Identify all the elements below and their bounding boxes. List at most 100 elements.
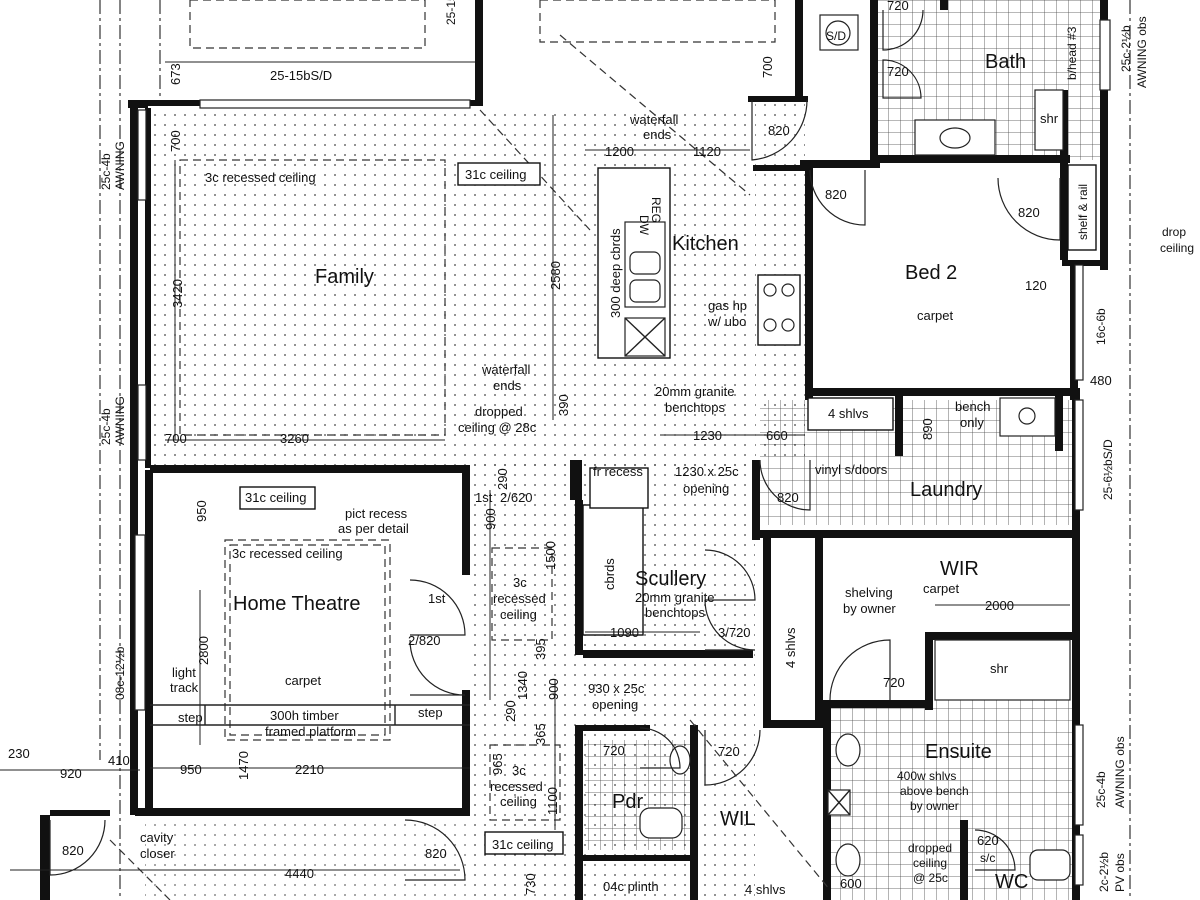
dim-620-wc: 620 [977,833,999,848]
note-first-right: 1st [428,591,446,606]
dim-620: 2/620 [500,490,533,505]
note-cbrds: cbrds [602,558,617,590]
dim-820-left: 820 [62,843,84,858]
note-wir-carpet: carpet [923,581,960,596]
dim-1230: 1230 [693,428,722,443]
dim-3420: 3420 [170,279,185,308]
note-window-16c: 16c-6b [1094,308,1108,345]
dimension-lines [0,61,1070,871]
note-awning-2-2: AWNING [113,396,127,445]
windows [134,19,1111,886]
note-ensuite-dropped-3: @ 25c [913,871,948,885]
note-ensuite-dropped-1: dropped [908,841,952,855]
note-31c-family: 31c ceiling [465,167,526,182]
note-awning-1-2: AWNING [113,141,127,190]
room-labels: Family Kitchen Bed 2 Bath Laundry Home T… [233,51,1028,893]
note-waterfall-top-2: ends [643,127,672,142]
dim-890: 890 [920,418,935,440]
dim-900-a: 900 [483,508,498,530]
dim-820-top: 820 [768,123,790,138]
dim-700-bath: 700 [760,56,775,78]
note-recessed-b-3: ceiling [500,794,537,809]
note-shr-wir: shr [990,661,1009,676]
note-scullery-granite-1: 20mm granite [635,590,714,605]
note-window-25-15-top: 25-15 [444,0,458,25]
dim-700-left: 700 [165,431,187,446]
note-cavity-1: cavity [140,830,174,845]
annotations: 3c recessed ceiling 31c ceiling 31c ceil… [99,0,1194,897]
walls [40,0,1108,900]
note-window-08c: 08c-12½b [113,646,127,700]
note-shelving-1: shelving [845,585,893,600]
note-shr-bath: shr [1040,111,1059,126]
note-four-shlvs-bottom: 4 shlvs [745,882,786,897]
dim-920: 920 [60,766,82,781]
note-window-awning-obs-2: AWNING obs [1135,16,1149,88]
dim-390: 390 [556,394,571,416]
room-bath: Bath [985,51,1026,73]
kitchen-fixtures [582,167,1056,636]
note-deep-cbrds: 300 deep cbrds [608,228,623,318]
note-light-2: track [170,680,199,695]
dim-720-wil: 720 [718,744,740,759]
dim-950-a: 950 [194,500,209,522]
note-opening-1230-2: opening [683,481,729,496]
note-light-1: light [172,665,196,680]
dim-230: 230 [8,746,30,761]
note-door-3-720: 3/720 [718,625,751,640]
dim-1470: 1470 [236,751,251,780]
note-drop-1: drop [1162,225,1186,239]
note-bed2-carpet: carpet [917,308,954,323]
note-window-25-6: 25-6½bS/D [1101,439,1115,500]
note-first-left: 1st [475,490,493,505]
dimensions: 673 700 3420 700 3260 2580 1200 1120 700… [8,0,1112,895]
note-waterfall-top-1: waterfall [629,112,679,127]
note-recessed-b-1: 3c [512,763,526,778]
note-platform-1: 300h timber [270,708,339,723]
note-step-left: step [178,710,203,725]
dim-2800: 2800 [196,636,211,665]
note-dw: DW [637,215,651,236]
room-wc: WC [995,871,1028,893]
room-kitchen: Kitchen [672,233,739,255]
note-window-pv: PV obs [1113,853,1127,892]
dim-365: 365 [533,723,548,745]
room-laundry: Laundry [910,479,982,501]
room-scullery: Scullery [635,568,706,590]
note-fr-recess: fr recess [593,464,643,479]
note-waterfall-bot-2: ends [493,378,522,393]
doors [49,9,1061,881]
dim-1120: 1120 [693,144,721,159]
dim-480: 480 [1090,373,1112,388]
dim-700-top: 700 [168,130,183,152]
note-ensuite-shlvs-3: by owner [910,799,959,813]
note-window-awning-obs-1: AWNING obs [1113,736,1127,808]
dim-290-a: 290 [495,468,510,490]
note-four-shlvs-laundry: 4 shlvs [828,406,869,421]
note-platform-2: framed platform [265,724,356,739]
room-bed2: Bed 2 [905,262,957,284]
bath-fixtures [639,14,1097,881]
note-opening-930-2: opening [592,697,638,712]
dim-673: 673 [168,63,183,85]
dim-2580: 2580 [548,261,563,290]
dim-120: 120 [1025,278,1047,293]
note-gas-hp-1: gas hp [708,298,747,313]
dim-395: 395 [533,638,548,660]
note-four-shlvs-vert: 4 shlvs [783,627,798,668]
ceiling-lines [109,0,831,900]
note-31c-theatre: 31c ceiling [245,490,306,505]
note-awning-2-1: 25c-4b [99,408,113,445]
note-family-ceiling: 3c recessed ceiling [205,170,316,185]
note-window-25c-2: 25c-2½b [1119,25,1133,72]
dim-2000: 2000 [985,598,1014,613]
note-window-25-15: 25-15bS/D [270,68,332,83]
note-ensuite-shlvs-1: 400w shlvs [897,769,956,783]
dim-1340: 1340 [515,671,530,700]
dim-600: 600 [840,876,862,891]
dim-2210: 2210 [295,762,324,777]
note-granite-2: benchtops [665,400,725,415]
dim-965: 965 [490,753,505,775]
dim-820-laundry: 820 [777,490,799,505]
